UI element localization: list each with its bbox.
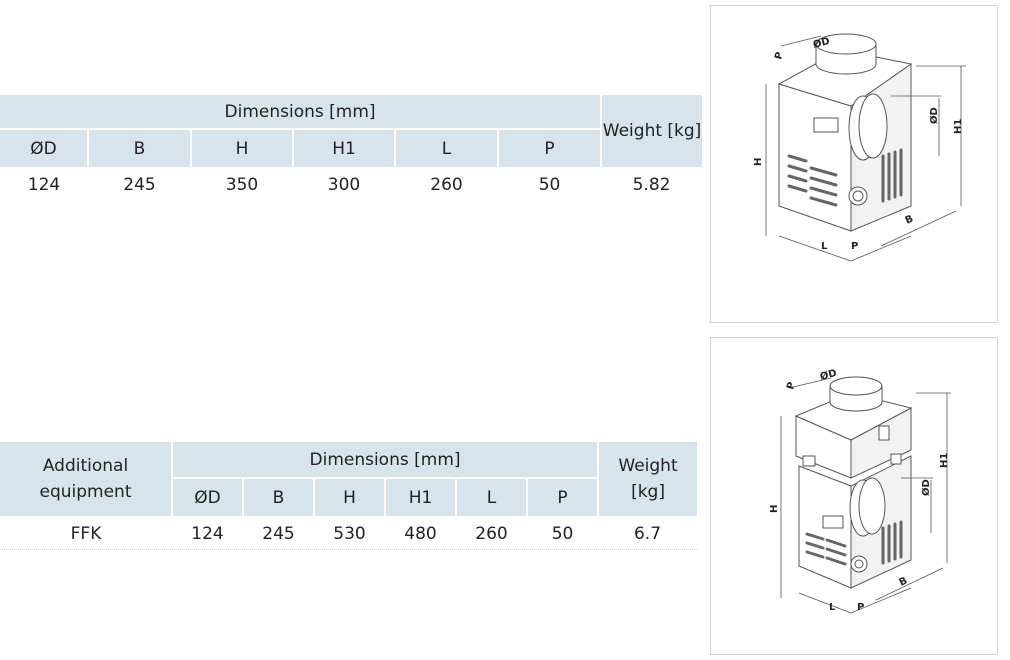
cell-b: 245 [123,175,156,195]
col-header-h: H [191,129,294,167]
table-row: FFK 124 245 530 480 260 50 6.7 [0,516,697,552]
cell-d: 124 [27,175,61,195]
col-header-p: P [498,129,603,167]
dim-label-p-bottom: P [857,602,864,613]
col-header-d: ØD [172,478,244,516]
dim-label-h: H [769,505,780,513]
dim-label-d-top: ØD [812,35,831,51]
col-header-p: P [527,478,600,516]
weight-header: Weight [kg] [601,95,703,167]
col-header-b: B [243,478,315,516]
dimensions-group-header: Dimensions [mm] [0,95,603,130]
dim-label-d-top: ØD [819,367,838,383]
dimensions-group-header: Dimensions [mm] [172,442,600,479]
technical-drawing-2: P ØD ØD H1 H B L P [710,337,998,655]
cell-p: 50 [551,524,574,544]
cell-b: 245 [262,524,295,544]
additional-equipment-header: Additional equipment [0,442,173,516]
col-header-l: L [456,478,528,516]
dim-label-p: P [785,381,798,391]
table-bottom-rule [0,549,697,550]
dimensions-table-1: Dimensions [mm] Weight [kg] ØD B H H1 L … [0,95,703,203]
dim-label-h1: H1 [939,453,950,468]
cell-name: FFK [70,524,102,544]
weight-header: Weight [kg] [598,442,698,516]
dim-label-b: B [904,214,916,227]
dim-label-p: P [773,51,786,61]
cell-h1: 480 [404,524,437,544]
cell-weight: 6.7 [633,524,662,544]
dim-label-d-side: ØD [920,479,932,496]
cell-l: 260 [430,175,463,195]
col-header-h1: H1 [385,478,457,516]
cell-p: 50 [538,175,561,195]
cell-l: 260 [475,524,508,544]
fan-box-drawing: P ØD ØD H1 H B L P [753,33,966,262]
dim-label-p-bottom: P [851,241,858,252]
cell-weight: 5.82 [632,175,671,195]
cell-h: 350 [225,175,259,195]
col-header-l: L [395,129,499,167]
dim-label-l: L [829,602,836,613]
cell-d: 124 [191,524,224,544]
cell-h: 530 [333,524,366,544]
dim-label-h: H [753,158,764,166]
dim-label-l: L [821,241,828,252]
col-header-h: H [314,478,386,516]
col-header-d: ØD [0,129,89,167]
dimensions-table-2: Additional equipment Dimensions [mm] Wei… [0,442,698,552]
col-header-h1: H1 [293,129,396,167]
technical-drawing-1: P ØD ØD H1 H B L P [710,5,998,323]
col-header-b: B [88,129,192,167]
dim-label-d-side: ØD [928,107,940,124]
table-row: 124 245 350 300 260 50 5.82 [0,167,702,203]
fan-box-with-filter-drawing: P ØD ØD H1 H B L P [769,367,951,614]
dim-label-h1: H1 [953,119,964,134]
cell-h1: 300 [327,175,361,195]
dim-label-b: B [898,576,910,589]
